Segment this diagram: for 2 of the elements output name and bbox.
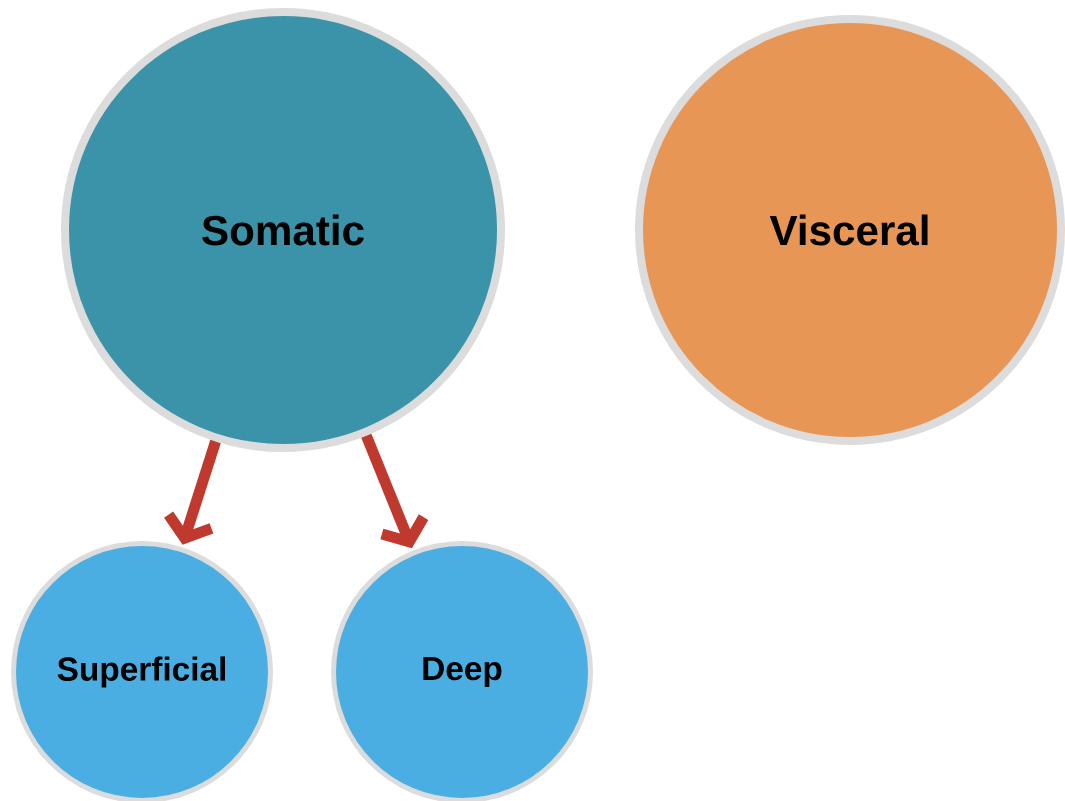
chevron-arrow bbox=[164, 439, 221, 545]
chevron-arrow bbox=[361, 433, 429, 549]
